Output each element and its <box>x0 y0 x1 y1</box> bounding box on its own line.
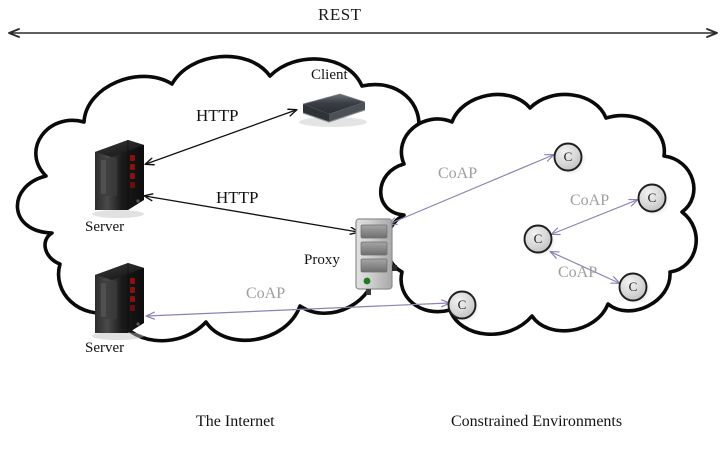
server-tower-icon-bottom <box>92 263 144 340</box>
server-top-label: Server <box>85 219 125 235</box>
proxy-label: Proxy <box>304 252 340 268</box>
http-label-client: HTTP <box>196 106 239 125</box>
coap-node-1-label: C <box>563 149 573 164</box>
rest-label: REST <box>318 5 362 24</box>
coap-label-proxy-node1: CoAP <box>438 165 478 182</box>
proxy-tower-icon <box>355 218 397 295</box>
server-tower-icon-top <box>92 140 144 218</box>
coap-node-icon-5 <box>447 290 480 323</box>
coap-node-icon-2 <box>637 183 670 216</box>
coap-node-2-label: C <box>647 190 657 205</box>
link-coap-node3-node4 <box>551 252 619 283</box>
coap-node-icon-1 <box>553 142 586 175</box>
cloud-internet-label: The Internet <box>196 413 275 430</box>
cloud-constrained-label: Constrained Environments <box>451 413 623 430</box>
link-coap-proxy-node1 <box>389 155 553 224</box>
link-http-server-proxy <box>145 196 358 232</box>
link-coap-proxy-node5 <box>147 303 449 316</box>
coap-node-5-label: C <box>457 297 467 312</box>
http-label-proxy: HTTP <box>216 188 259 207</box>
server-bottom-label: Server <box>85 340 125 356</box>
link-coap-node3-node2 <box>552 200 637 234</box>
coap-node-4-label: C <box>628 279 638 294</box>
coap-label-server-node5: CoAP <box>246 285 286 302</box>
link-http-server-client <box>146 110 296 164</box>
coap-label-node3-node2: CoAP <box>570 192 610 209</box>
laptop-icon <box>299 93 367 127</box>
coap-node-icon-3 <box>523 224 556 257</box>
client-label: Client <box>311 67 348 83</box>
coap-label-node3-node4: CoAP <box>558 264 598 281</box>
coap-node-3-label: C <box>533 231 543 246</box>
coap-node-icon-4 <box>618 272 651 305</box>
